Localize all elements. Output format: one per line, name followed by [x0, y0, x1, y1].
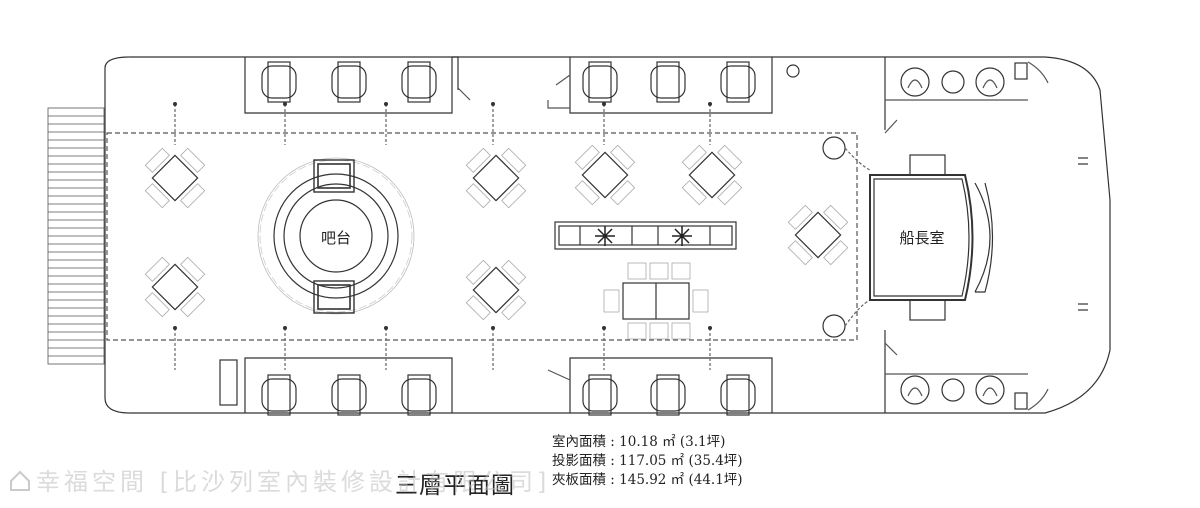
helm-rails — [822, 136, 871, 338]
deck-area — [106, 132, 858, 341]
top-booth-left — [244, 56, 471, 114]
diamond-chairs — [144, 144, 849, 321]
area-row-deck: 夾板面積 : 145.92 ㎡ (44.1坪) — [552, 472, 743, 488]
watermark: 幸福空間 [比沙列室內裝修設計有限公司] — [8, 462, 550, 497]
captain-room — [869, 154, 994, 321]
booth-seats-bottom — [261, 374, 756, 416]
stair — [47, 107, 105, 365]
watermark-brand: 幸福空間 — [36, 468, 148, 496]
top-booth-right — [547, 57, 773, 114]
pillars — [174, 104, 711, 370]
bottom-booth-right — [547, 357, 773, 413]
plan-title: 三層平面圖 — [395, 473, 515, 499]
right-rooms — [884, 57, 1049, 413]
pillar-dots — [173, 102, 712, 330]
area-row-projection: 投影面積 : 117.05 ㎡ (35.4坪) — [552, 453, 743, 469]
plant-icon — [595, 226, 692, 246]
watermark-credit: [比沙列室內裝修設計有限公司] — [159, 468, 551, 496]
bottom-booth-left — [219, 357, 453, 413]
circular-bar — [257, 157, 415, 315]
diamond-tables — [151, 151, 842, 314]
bar-label: 吧台 — [321, 229, 351, 247]
house-icon — [10, 470, 30, 491]
pole-marker — [786, 64, 800, 78]
captain-room-label: 船長室 — [899, 229, 944, 247]
rect-table — [603, 262, 709, 340]
area-row-indoor: 室內面積 : 10.18 ㎡ (3.1坪) — [552, 434, 726, 450]
booth-seats-top — [261, 61, 756, 103]
area-stats: 室內面積 : 10.18 ㎡ (3.1坪) 投影面積 : 117.05 ㎡ (3… — [552, 433, 743, 490]
hull-marks — [1078, 157, 1088, 311]
planter-bench — [554, 221, 737, 250]
hull-outline — [104, 56, 1111, 414]
